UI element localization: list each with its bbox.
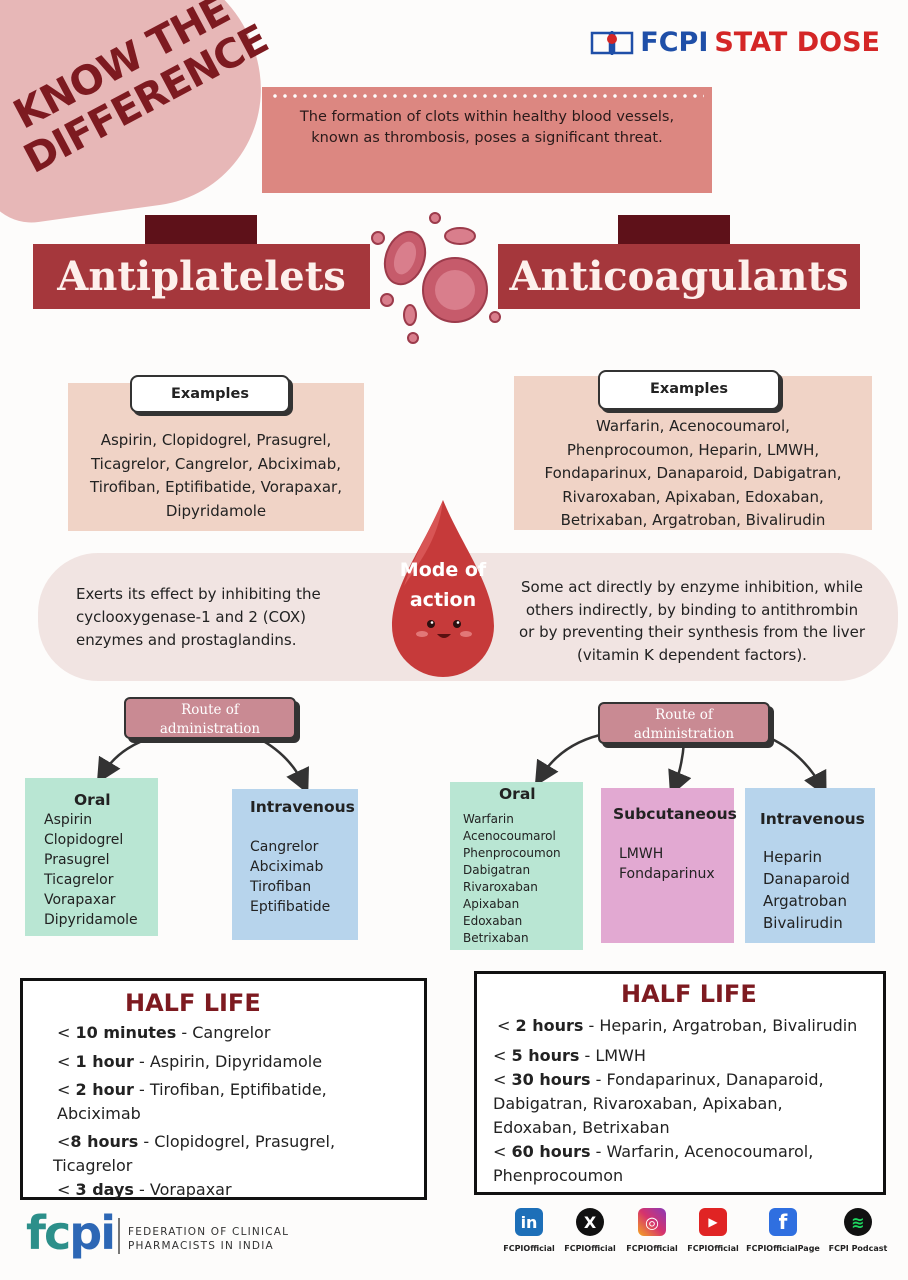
route-item: Vorapaxar	[44, 892, 116, 908]
intro-text: The formation of clots within healthy bl…	[299, 109, 675, 146]
organization-name: FEDERATION OF CLINICAL PHARMACISTS IN IN…	[128, 1226, 290, 1252]
anticoagulants-banner: Anticoagulants	[498, 244, 860, 309]
half-life-line: Ticagrelor	[53, 1156, 133, 1175]
route-item: Apixaban	[463, 897, 520, 911]
route-item: Acenocoumarol	[463, 829, 556, 843]
half-life-line: < 2 hours - Heparin, Argatroban, Bivalir…	[497, 1016, 858, 1035]
route-item: Edoxaban	[463, 914, 523, 928]
mode-of-action-label: Mode of action	[399, 559, 487, 611]
route-heading: Oral	[74, 791, 111, 809]
anticoagulant-examples-label: Examples	[598, 370, 780, 410]
facebook-icon: f	[769, 1208, 797, 1236]
antiplatelet-examples-label: Examples	[130, 375, 290, 413]
book-logo-icon	[591, 31, 634, 55]
route-item: Tirofiban	[250, 879, 312, 895]
route-item: Ticagrelor	[44, 872, 114, 888]
route-heading: Intravenous	[250, 798, 355, 816]
route-item: Danaparoid	[763, 870, 850, 888]
social-instagram[interactable]: ◎ FCPIOfficial	[612, 1208, 692, 1253]
example-line: Phenprocoumon, Heparin, LMWH,	[566, 440, 820, 459]
route-item: Eptifibatide	[250, 899, 331, 915]
brand-stat-dose: STAT DOSE	[714, 26, 880, 58]
route-item: Aspirin	[44, 812, 93, 828]
youtube-icon: ▶	[699, 1208, 727, 1236]
social-spotify[interactable]: ≋ FCPI Podcast	[818, 1208, 898, 1253]
example-line: Warfarin, Acenocoumarol,	[596, 417, 790, 435]
route-item: Warfarin	[463, 812, 514, 826]
half-life-line: < 10 minutes - Cangrelor	[57, 1023, 271, 1042]
antiplatelet-oral-box: Oral Aspirin Clopidogrel Prasugrel Ticag…	[25, 778, 158, 936]
route-item: Phenprocoumon	[463, 846, 561, 860]
instagram-icon: ◎	[638, 1208, 666, 1236]
half-life-line: Dabigatran, Rivaroxaban, Apixaban,	[493, 1094, 783, 1113]
half-life-line: Phenprocoumon	[493, 1166, 624, 1185]
route-item: Argatroban	[763, 892, 847, 910]
antiplatelets-banner: Antiplatelets	[33, 244, 370, 309]
brand-fcpi: FCPI	[640, 26, 709, 58]
half-life-line: < 30 hours - Fondaparinux, Danaparoid,	[493, 1070, 824, 1089]
blood-drop-icon	[392, 500, 494, 677]
social-facebook[interactable]: f FCPIOfficialPage	[746, 1208, 820, 1253]
antiplatelet-moa-text: Exerts its effect by inhibiting the cycl…	[76, 585, 321, 649]
anticoagulant-sc-box: Subcutaneous LMWH Fondaparinux	[601, 788, 737, 943]
route-item: Clopidogrel	[44, 832, 124, 848]
anticoagulant-iv-box: Intravenous Heparin Danaparoid Argatroba…	[745, 788, 875, 943]
antiplatelet-half-life-box: HALF LIFE < 10 minutes - Cangrelor < 1 h…	[20, 978, 427, 1200]
fcpi-logo: fcpi	[26, 1206, 116, 1260]
social-youtube[interactable]: ▶ FCPIOfficial	[673, 1208, 753, 1253]
route-item: Dipyridamole	[44, 912, 138, 928]
route-heading: Intravenous	[760, 810, 865, 828]
route-item: Dabigatran	[463, 863, 531, 877]
route-item: Rivaroxaban	[463, 880, 538, 894]
example-line: Fondaparinux, Danaparoid, Dabigatran,	[544, 464, 842, 482]
spotify-icon: ≋	[844, 1208, 872, 1236]
half-life-line: < 3 days - Vorapaxar	[57, 1180, 232, 1199]
route-item: Abciximab	[250, 859, 324, 875]
route-item: Bivalirudin	[763, 914, 843, 932]
route-item: Prasugrel	[44, 852, 110, 868]
example-line: Ticagrelor, Cangrelor, Abciximab,	[90, 454, 342, 473]
anticoagulant-oral-box: Oral Warfarin Acenocoumarol Phenprocoumo…	[450, 782, 583, 950]
x-icon: X	[576, 1208, 604, 1236]
route-heading: Subcutaneous	[613, 805, 737, 823]
route-item: Fondaparinux	[619, 866, 715, 882]
intro-box: The formation of clots within healthy bl…	[262, 87, 712, 193]
left-route-label: Route of administration	[124, 697, 296, 739]
half-life-line: < 2 hour - Tirofiban, Eptifibatide,	[57, 1080, 327, 1099]
half-life-line: <8 hours - Clopidogrel, Prasugrel,	[57, 1132, 336, 1151]
anticoagulant-half-life-box: HALF LIFE < 2 hours - Heparin, Argatroba…	[474, 971, 886, 1195]
route-item: LMWH	[619, 846, 664, 862]
route-item: Cangrelor	[250, 839, 319, 855]
route-heading: Oral	[499, 785, 536, 803]
example-line: Dipyridamole	[165, 501, 267, 520]
anticoagulants-title: Anticoagulants	[509, 253, 849, 300]
right-route-label: Route of administration	[598, 702, 770, 744]
half-life-line: < 60 hours - Warfarin, Acenocoumarol,	[493, 1142, 814, 1161]
dotted-border	[270, 94, 704, 98]
example-line: Rivaroxaban, Apixaban, Edoxaban,	[562, 487, 824, 506]
example-line: Betrixaban, Argatroban, Bivalirudin	[560, 511, 826, 529]
logo-divider	[118, 1218, 120, 1254]
social-linkedin[interactable]: in FCPIOfficial	[489, 1208, 569, 1253]
blood-cells-illustration	[371, 212, 501, 344]
anticoagulant-moa-text: Some act directly by enzyme inhibition, …	[518, 578, 866, 664]
half-life-line: < 5 hours - LMWH	[493, 1046, 646, 1065]
fcpi-stat-dose-logo: FCPI STAT DOSE	[590, 25, 880, 59]
antiplatelet-iv-box: Intravenous Cangrelor Abciximab Tirofiba…	[232, 789, 358, 940]
social-x[interactable]: X FCPIOfficial	[550, 1208, 630, 1253]
half-life-line: < 1 hour - Aspirin, Dipyridamole	[57, 1052, 323, 1071]
linkedin-icon: in	[515, 1208, 543, 1236]
route-item: Betrixaban	[463, 931, 529, 945]
antiplatelets-title: Antiplatelets	[57, 253, 346, 300]
half-life-line: Abciximab	[57, 1104, 141, 1123]
example-line: Aspirin, Clopidogrel, Prasugrel,	[100, 431, 332, 449]
half-life-line: Edoxaban, Betrixaban	[493, 1118, 670, 1137]
half-life-title: HALF LIFE	[621, 980, 757, 1008]
example-line: Tirofiban, Eptifibatide, Vorapaxar,	[90, 478, 342, 496]
route-item: Heparin	[763, 848, 823, 866]
half-life-title: HALF LIFE	[125, 989, 261, 1017]
